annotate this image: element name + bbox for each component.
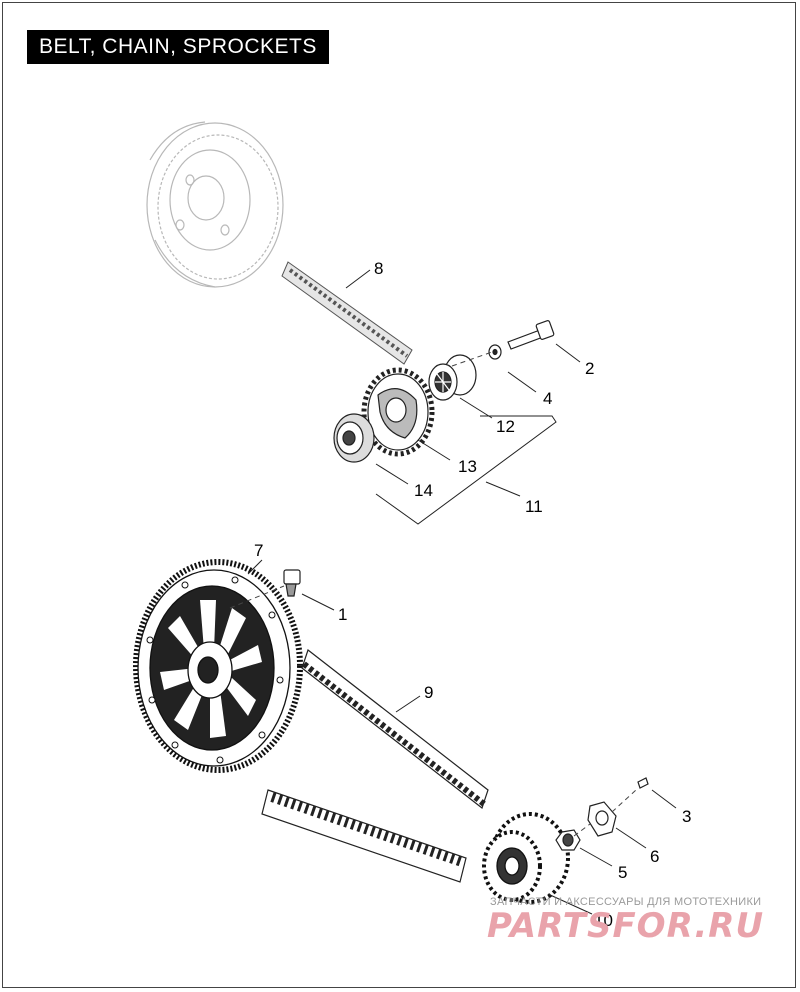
drive-belt-icon	[301, 649, 489, 809]
callout-10: 10	[594, 911, 613, 930]
clutch-basket-icon	[146, 121, 284, 288]
bolt-icon	[488, 320, 555, 360]
watermark-logo: PARTSFOR.RU	[487, 906, 765, 946]
rear-sprocket-icon	[133, 559, 303, 773]
sprocket-bolt-icon	[283, 569, 301, 597]
callout-11: 11	[525, 497, 543, 516]
callout-8: 8	[374, 259, 383, 278]
engine-sprocket-icon	[361, 367, 435, 457]
transmission-pulley-icon	[482, 812, 570, 904]
callout-labels: 8 2 4 12 13 14 11 7 1 9 3 6 5 10	[254, 259, 691, 930]
callout-13: 13	[458, 457, 477, 476]
leader-lines	[247, 269, 677, 915]
compensator-icon	[333, 413, 375, 463]
callout-7: 7	[254, 541, 263, 560]
callout-5: 5	[618, 863, 627, 882]
watermark-tagline: ЗАПЧАСТИ И АКСЕССУАРЫ ДЛЯ МОТОТЕХНИКИ	[490, 896, 762, 908]
alignment-lines	[229, 351, 637, 837]
callout-12: 12	[496, 417, 515, 436]
callout-6: 6	[650, 847, 659, 866]
callout-14: 14	[414, 481, 433, 500]
primary-chain-icon	[281, 261, 413, 365]
sprocket-spacer-icon	[428, 354, 477, 401]
callout-9: 9	[424, 683, 433, 702]
callout-4: 4	[543, 389, 552, 408]
callout-2: 2	[585, 359, 594, 378]
lock-plate-icon	[587, 801, 617, 837]
pulley-nut-icon	[555, 829, 581, 851]
page-title: BELT, CHAIN, SPROCKETS	[27, 30, 329, 64]
drive-belt-lower-icon	[261, 789, 467, 883]
lock-screw-icon	[637, 777, 649, 789]
callout-3: 3	[682, 807, 691, 826]
callout-1: 1	[338, 605, 347, 624]
